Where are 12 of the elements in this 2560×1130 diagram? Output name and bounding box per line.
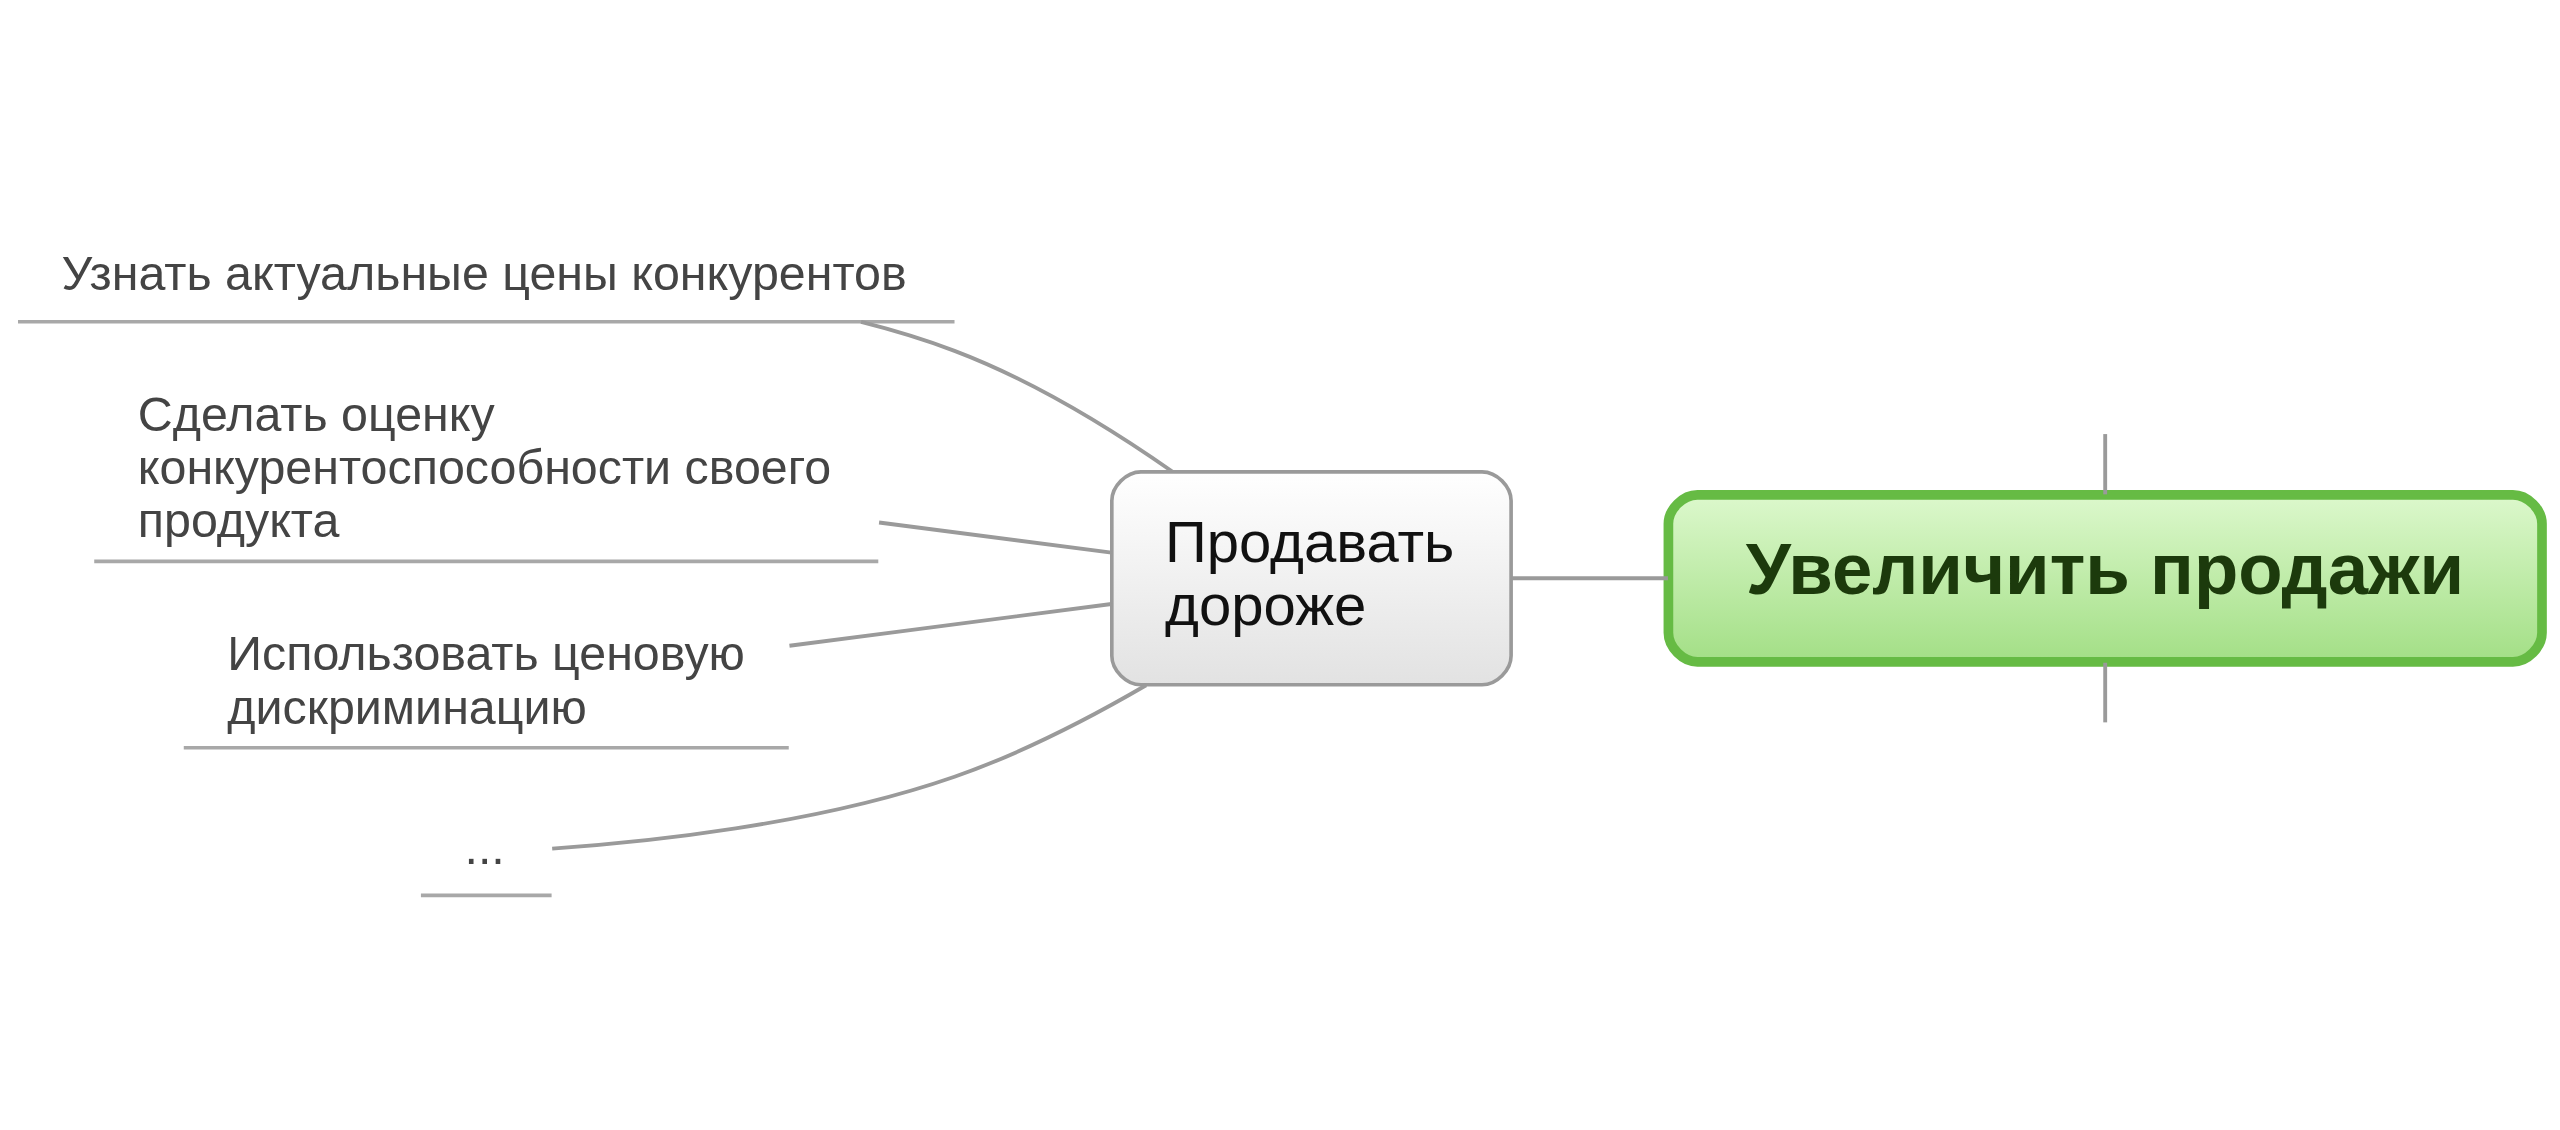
connector [2103,434,2108,495]
connector [878,520,1112,555]
node-text: Узнать актуальные цены конкурентов [61,246,907,301]
connector [1511,576,1668,581]
connector [552,683,1148,851]
node-box: Увеличить продажи [1663,490,2547,667]
node-box: Продавать дороже [1110,470,1513,687]
connector [789,602,1112,648]
connector [2103,662,2108,723]
node-text: Сделать оценку конкурентоспособности своего продукта [137,386,832,548]
node-text: Использовать ценовую дискриминацию [227,626,745,734]
node-text: ... [464,819,505,874]
